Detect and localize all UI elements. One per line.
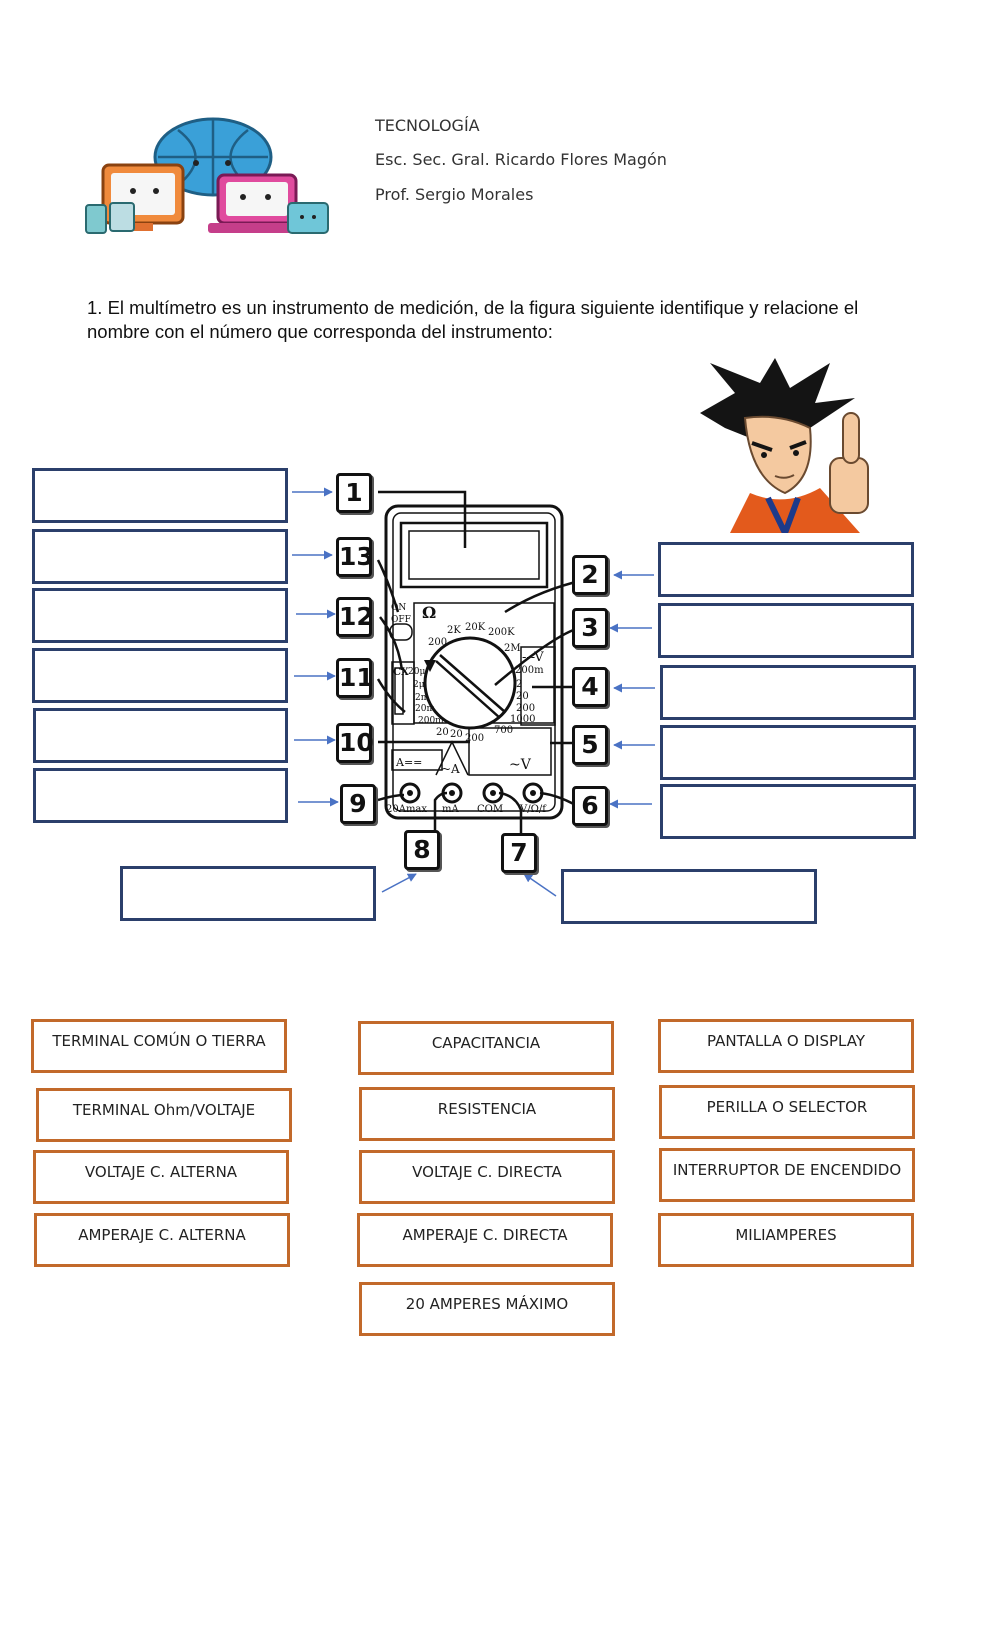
capacitance-range-1: 2μ	[413, 680, 425, 690]
word-voltaje-directa[interactable]: VOLTAJE C. DIRECTA	[359, 1150, 615, 1204]
off-label: OFF	[391, 615, 411, 625]
word-perilla-selector[interactable]: PERILLA O SELECTOR	[659, 1085, 915, 1139]
school-label: Esc. Sec. Gral. Ricardo Flores Magón	[375, 150, 667, 169]
computers-clipart	[85, 117, 329, 234]
resistance-range-4: 2M	[504, 643, 521, 654]
question-text: 1. El multímetro es un instrumento de me…	[87, 297, 859, 342]
resistance-range-0: 200	[428, 637, 447, 648]
ohm-symbol: Ω	[422, 603, 436, 622]
word-capacitancia[interactable]: CAPACITANCIA	[358, 1021, 614, 1075]
number-11: 11	[336, 658, 374, 698]
number-2: 2	[572, 555, 608, 595]
resistance-range-2: 20K	[465, 622, 486, 633]
word-pantalla-display[interactable]: PANTALLA O DISPLAY	[658, 1019, 914, 1073]
dc-voltage-range-2: 20	[516, 691, 529, 702]
answer-box-1[interactable]	[32, 468, 288, 523]
anime-character-thumbs-up	[700, 358, 869, 533]
aca-label: ~A	[441, 762, 460, 776]
number-8: 8	[404, 830, 440, 870]
number-1: 1	[336, 473, 372, 513]
word-amperaje-directa[interactable]: AMPERAJE C. DIRECTA	[357, 1213, 613, 1267]
number-10: 10	[336, 723, 374, 763]
dc-voltage-range-0: 200m	[515, 665, 544, 676]
number-9: 9	[340, 784, 376, 824]
capacitance-range-2: 2m	[415, 693, 430, 703]
teacher-label: Prof. Sergio Morales	[375, 185, 534, 204]
on-label: ON	[391, 603, 406, 613]
resistance-range-1: 2K	[447, 625, 461, 636]
acv-label: ~V	[509, 757, 532, 773]
number-13: 13	[336, 537, 374, 577]
ac-range-2: 200	[465, 733, 484, 744]
answer-box-9[interactable]	[33, 768, 288, 823]
word-miliamperes[interactable]: MILIAMPERES	[658, 1213, 914, 1267]
answer-box-13[interactable]	[32, 529, 288, 584]
cx-label: CX	[393, 667, 409, 678]
word-terminal-comun[interactable]: TERMINAL COMÚN O TIERRA	[31, 1019, 287, 1073]
answer-box-11[interactable]	[32, 648, 288, 703]
subject-label: TECNOLOGÍA	[375, 116, 480, 135]
answer-box-8[interactable]	[120, 866, 376, 921]
dc-voltage-range-4: 1000	[510, 714, 535, 725]
terminal-label-0: 20Amax	[386, 804, 427, 815]
capacitance-range-0: 20μ	[408, 667, 425, 677]
word-terminal-ohm-voltaje[interactable]: TERMINAL Ohm/VOLTAJE	[36, 1088, 292, 1142]
dc-voltage-range-3: 200	[516, 703, 535, 714]
ac-range-1: 20	[450, 729, 463, 740]
answer-box-10[interactable]	[33, 708, 288, 763]
terminal-label-1: mA	[442, 804, 459, 815]
answer-box-5[interactable]	[660, 725, 916, 780]
word-voltaje-alterna[interactable]: VOLTAJE C. ALTERNA	[33, 1150, 289, 1204]
answer-box-6[interactable]	[660, 784, 916, 839]
dca-label: A==	[395, 756, 422, 769]
terminal-label-3: V/Ω/f	[519, 804, 547, 815]
word-20-amperes-maximo[interactable]: 20 AMPERES MÁXIMO	[359, 1282, 615, 1336]
dcv-label: ---V	[522, 650, 544, 665]
answer-box-12[interactable]	[32, 588, 288, 643]
word-resistencia[interactable]: RESISTENCIA	[359, 1087, 615, 1141]
dc-voltage-range-1: 2	[516, 679, 522, 690]
answer-box-4[interactable]	[660, 665, 916, 720]
answer-box-7[interactable]	[561, 869, 817, 924]
number-5: 5	[572, 725, 608, 765]
resistance-range-3: 200K	[488, 627, 515, 638]
word-interruptor-encendido[interactable]: INTERRUPTOR DE ENCENDIDO	[659, 1148, 915, 1202]
number-4: 4	[572, 667, 608, 707]
ac-range-0: 20	[436, 727, 449, 738]
number-6: 6	[572, 786, 608, 826]
ac-range-3: 700	[494, 725, 513, 736]
answer-box-2[interactable]	[658, 542, 914, 597]
number-7: 7	[501, 833, 537, 873]
capacitance-range-4: 200m	[418, 716, 444, 726]
number-3: 3	[572, 608, 608, 648]
capacitance-range-3: 20m	[415, 704, 435, 714]
number-12: 12	[336, 597, 374, 637]
terminal-label-2: COM	[477, 804, 503, 815]
word-amperaje-alterna[interactable]: AMPERAJE C. ALTERNA	[34, 1213, 290, 1267]
answer-box-3[interactable]	[658, 603, 914, 658]
